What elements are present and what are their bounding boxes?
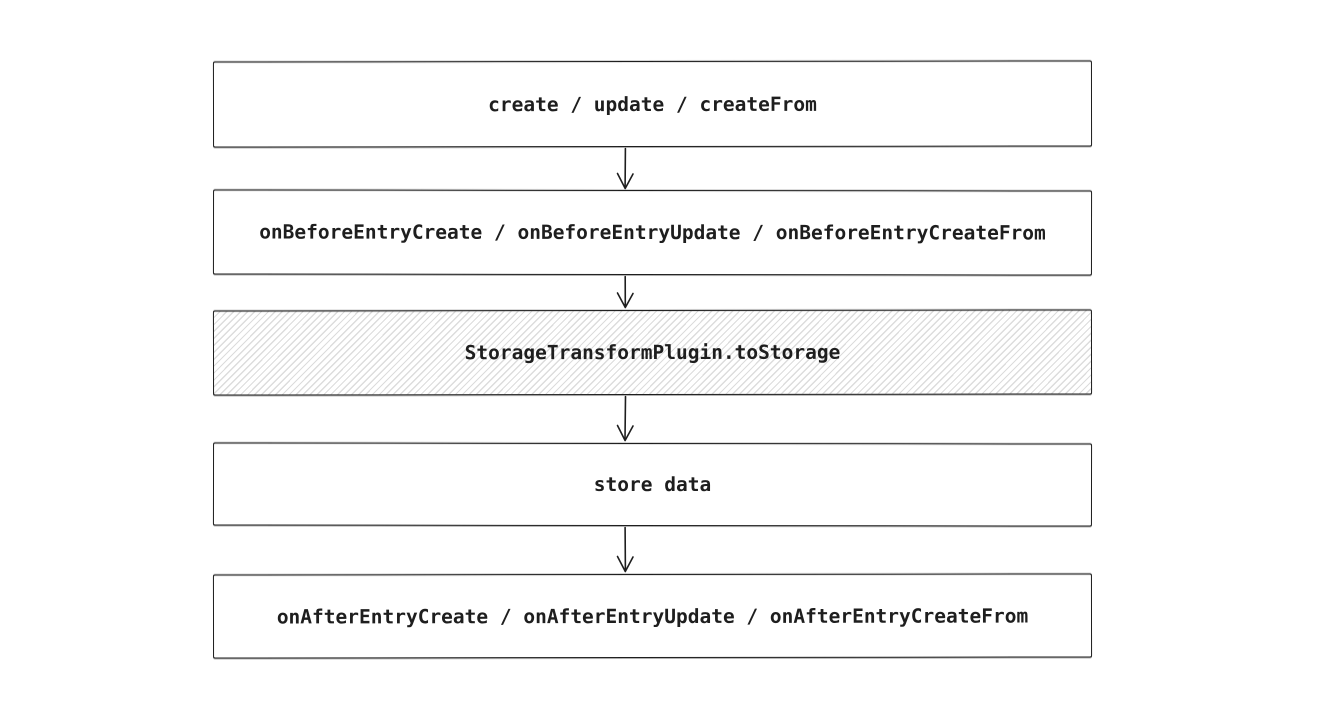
flow-node-label: StorageTransformPlugin.toStorage xyxy=(464,340,841,365)
flow-node-storage-transform-tostorage: StorageTransformPlugin.toStorage xyxy=(212,309,1093,396)
flow-node-create-update-createfrom: create / update / createFrom xyxy=(212,60,1093,148)
flow-node-label: store data xyxy=(593,472,712,497)
arrow-down-icon xyxy=(616,147,634,190)
flow-node-label: onBeforeEntryCreate / onBeforeEntryUpdat… xyxy=(259,220,1046,245)
arrow-down-icon xyxy=(616,526,634,573)
arrow-down-icon xyxy=(616,275,634,309)
flow-node-label: create / update / createFrom xyxy=(488,92,817,116)
flow-node-label: onAfterEntryCreate / onAfterEntryUpdate … xyxy=(276,604,1029,628)
flow-node-store-data: store data xyxy=(212,442,1093,527)
flow-node-onafter-hooks: onAfterEntryCreate / onAfterEntryUpdate … xyxy=(212,573,1093,659)
arrow-down-icon xyxy=(616,395,634,442)
flow-node-onbefore-hooks: onBeforeEntryCreate / onBeforeEntryUpdat… xyxy=(212,189,1093,276)
